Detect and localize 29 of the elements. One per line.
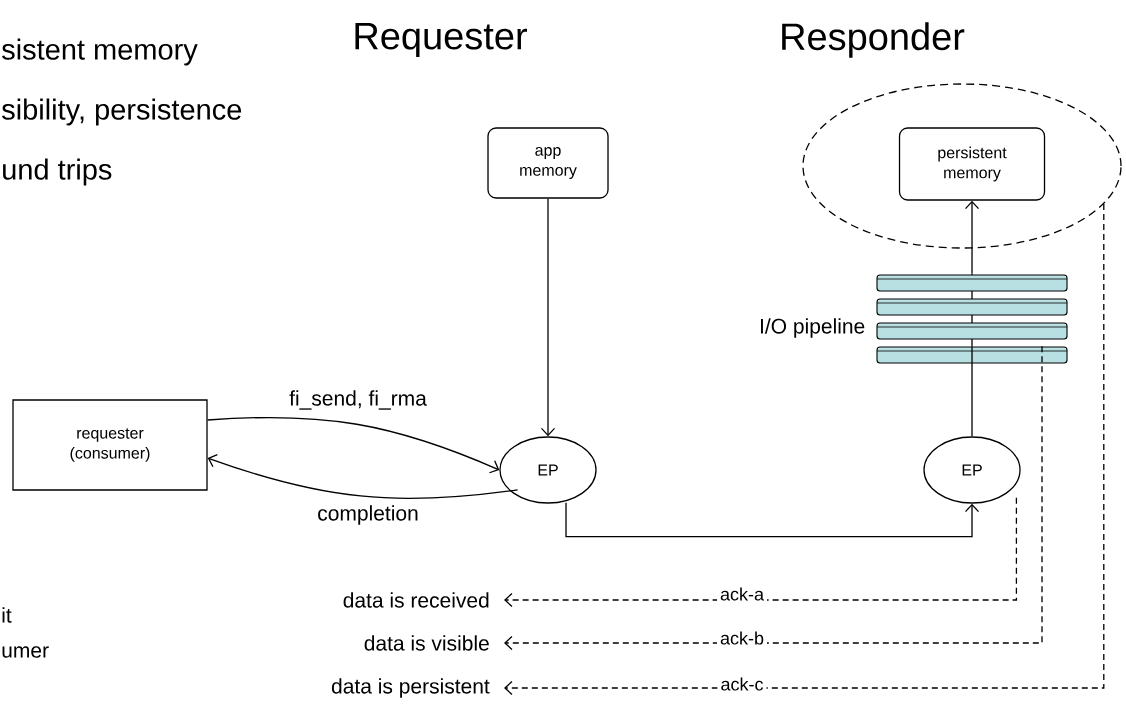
- edge-label: ack-c: [717, 674, 767, 694]
- arrow: [504, 345, 1043, 651]
- text-line: und trips: [3, 158, 112, 186]
- text-line: umer: [2, 646, 49, 658]
- edge-label: ack-b: [717, 628, 767, 648]
- edge-label: ack-a: [717, 584, 767, 604]
- memory-box: app memory: [487, 127, 609, 199]
- edge-label: completion: [314, 502, 422, 528]
- arrow: [964, 200, 980, 275]
- heading: Requester: [355, 23, 527, 57]
- heading: Responder: [782, 22, 965, 58]
- arrow: [207, 453, 519, 500]
- arrow: [207, 416, 500, 474]
- memory-box: persistent memory: [898, 127, 1046, 201]
- arrow: [504, 497, 1018, 608]
- status-text: data is persistent: [331, 678, 490, 698]
- process-box: requester (consumer): [12, 399, 208, 491]
- text-line: it: [2, 607, 12, 623]
- text-line: sistent memory: [2, 38, 198, 66]
- status-text: data is visible: [364, 635, 489, 651]
- arrow: [565, 502, 980, 538]
- pipeline-drawing: [876, 273, 1068, 364]
- edge-label: fi_send, fi_rma: [286, 387, 430, 413]
- pipeline-label: I/O pipeline: [761, 318, 865, 338]
- arrow: [540, 198, 556, 437]
- status-text: data is received: [343, 592, 489, 608]
- text-line: sibility, persistence: [2, 98, 242, 126]
- dashed-ellipse: [802, 83, 1122, 249]
- arrow: [504, 203, 1105, 696]
